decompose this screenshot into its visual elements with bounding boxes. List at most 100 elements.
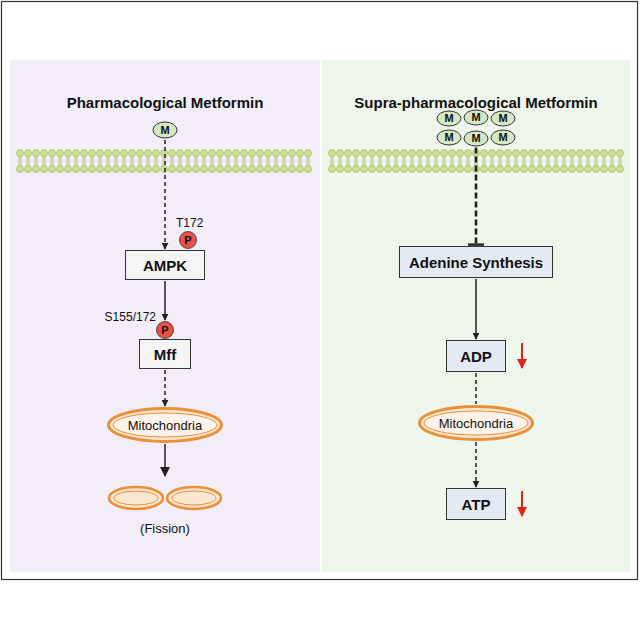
lipid-head [433,150,440,157]
lipid-head [409,166,416,173]
node-label: P [184,234,191,246]
lipid-head [265,166,272,173]
lipid-tail [533,156,534,166]
lipid-head [81,166,88,173]
lipid-tail [195,156,196,166]
lipid-tail [43,156,44,166]
lipid-head [433,166,440,173]
lipid-tail [619,156,620,166]
lipid-head [249,166,256,173]
lipid-head [105,150,112,157]
lipid-head [33,150,40,157]
lipid-tail [35,156,36,166]
lipid-head [369,166,376,173]
lipid-head [225,150,232,157]
lipid-tail [171,156,172,166]
lipid-tail [77,156,78,166]
lipid-head [17,166,24,173]
lipid-tail [259,156,260,166]
lipid-head [377,166,384,173]
flow-arrow [475,373,477,404]
flow-arrow [475,442,477,487]
lipid-head [73,150,80,157]
metformin-molecule: M [436,129,462,146]
lipid-head [129,166,136,173]
node-label: M [498,112,507,124]
lipid-head [49,150,56,157]
lipid-head [609,150,616,157]
lipid-tail [429,156,430,166]
lipid-tail [363,156,364,166]
lipid-head [57,150,64,157]
lipid-head [201,150,208,157]
decrease-arrow [521,491,523,516]
lipid-tail [277,156,278,166]
lipid-tail [245,156,246,166]
lipid-tail [421,156,422,166]
lipid-head [457,166,464,173]
lipid-tail [597,156,598,166]
lipid-head [25,166,32,173]
lipid-tail [517,156,518,166]
panel-title: Pharmacological Metformin [10,94,320,111]
lipid-head [161,150,168,157]
lipid-tail [581,156,582,166]
lipid-tail [227,156,228,166]
lipid-head [553,166,560,173]
mitochondrion: Mitochondria [107,407,223,443]
left-panel-ground [10,60,320,572]
lipid-tail [59,156,60,166]
lipid-tail [549,156,550,166]
lipid-head [305,166,312,173]
fission-arrow [164,444,166,476]
lipid-tail [123,156,124,166]
lipid-head [305,150,312,157]
lipid-head [73,166,80,173]
lipid-head [569,166,576,173]
lipid-tail [251,156,252,166]
lipid-tail [213,156,214,166]
right-panel-ground [322,60,630,572]
lipid-head [337,150,344,157]
lipid-tail [413,156,414,166]
outer-frame [2,2,638,580]
lipid-head [473,150,480,157]
lipid-head [337,166,344,173]
lipid-head [161,166,168,173]
lipid-tail [603,156,604,166]
lipid-tail [547,156,548,166]
lipid-head [585,166,592,173]
lipid-head [185,166,192,173]
lipid-head [97,150,104,157]
flow-arrow [164,281,166,320]
decrease-arrow [521,343,523,368]
lipid-tail [371,156,372,166]
inhibition-arrow [475,148,478,246]
metformin-molecule: M [152,121,178,139]
lipid-tail [147,156,148,166]
lipid-head [193,166,200,173]
lipid-head [601,150,608,157]
lipid-tail [61,156,62,166]
metabolite-box: ATP [446,488,506,520]
lipid-head [257,150,264,157]
node-label: Mff [154,346,177,363]
lipid-head [145,166,152,173]
lipid-tail [331,156,332,166]
lipid-head [257,166,264,173]
lipid-head [393,150,400,157]
lipid-head [281,150,288,157]
lipid-head [417,150,424,157]
lipid-tail [515,156,516,166]
lipid-tail [475,156,476,166]
lipid-tail [229,156,230,166]
lipid-head [457,150,464,157]
lipid-head [241,150,248,157]
lipid-tail [339,156,340,166]
metformin-molecule: M [490,129,516,146]
lipid-tail [573,156,574,166]
lipid-head [537,150,544,157]
lipid-head [185,150,192,157]
node-label: Mitochondria [128,418,202,433]
lipid-tail [403,156,404,166]
